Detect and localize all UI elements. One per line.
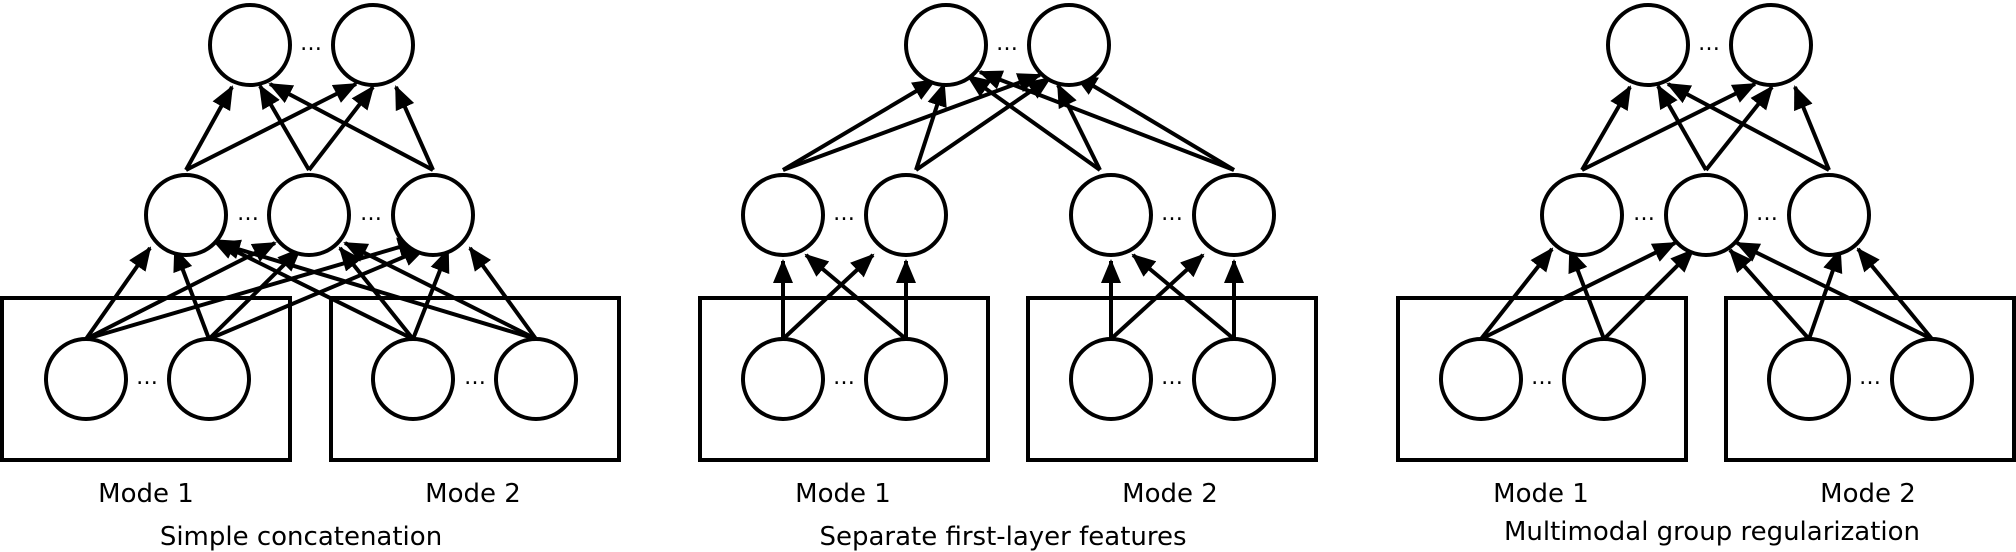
- ellipsis: …: [300, 31, 322, 56]
- ellipsis: …: [1161, 365, 1183, 390]
- input-node: [741, 337, 825, 421]
- hidden-node: [864, 173, 948, 257]
- input-node: [864, 337, 948, 421]
- mode-1-label: Mode 1: [1493, 479, 1589, 509]
- mode-2-box: [1724, 296, 2016, 462]
- top-node: [904, 3, 988, 87]
- hidden-node: [391, 173, 475, 257]
- input-node: [1069, 337, 1153, 421]
- input-node: [1562, 337, 1646, 421]
- ellipsis: …: [833, 365, 855, 390]
- ellipsis: …: [1633, 201, 1655, 226]
- input-node: [44, 337, 128, 421]
- panel-separate-first-layer-features: … … … … … Mode 1 Mode 2 Separate first-l…: [698, 3, 1318, 552]
- hidden-node: [741, 173, 825, 257]
- hidden-node: [267, 173, 351, 257]
- ellipsis: …: [1698, 31, 1720, 56]
- hidden-node: [1787, 173, 1871, 257]
- input-node: [1890, 337, 1974, 421]
- hidden-node: [1192, 173, 1276, 257]
- ellipsis: …: [833, 201, 855, 226]
- input-node: [1439, 337, 1523, 421]
- top-node: [1606, 3, 1690, 87]
- ellipsis: …: [1859, 365, 1881, 390]
- top-node: [331, 3, 415, 87]
- ellipsis: …: [996, 31, 1018, 56]
- panel-simple-concatenation: … … … … … Mode 1 Mode 2 Simple concatena…: [0, 3, 621, 552]
- edges: [84, 82, 538, 341]
- mode-2-box: [1026, 296, 1318, 462]
- mode-2-label: Mode 2: [425, 479, 521, 509]
- mode-2-label: Mode 2: [1122, 479, 1218, 509]
- ellipsis: …: [136, 365, 158, 390]
- mode-1-label: Mode 1: [98, 479, 194, 509]
- input-node: [1767, 337, 1851, 421]
- mode-1-box: [698, 296, 990, 462]
- input-node: [167, 337, 251, 421]
- hidden-node: [1664, 173, 1748, 257]
- ellipsis: …: [1756, 201, 1778, 226]
- panel-caption: Multimodal group regularization: [1504, 517, 1920, 547]
- edges: [1479, 82, 1934, 341]
- mode-1-label: Mode 1: [795, 479, 891, 509]
- ellipsis: …: [360, 201, 382, 226]
- top-node: [1729, 3, 1813, 87]
- mode-2-box: [329, 296, 621, 462]
- input-node: [1192, 337, 1276, 421]
- hidden-node: [1540, 173, 1624, 257]
- top-node: [1027, 3, 1111, 87]
- mode-2-label: Mode 2: [1820, 479, 1916, 509]
- top-node: [208, 3, 292, 87]
- panel-caption: Separate first-layer features: [819, 522, 1186, 552]
- ellipsis: …: [464, 365, 486, 390]
- input-node: [494, 337, 578, 421]
- ellipsis: …: [1531, 365, 1553, 390]
- panel-caption: Simple concatenation: [160, 522, 442, 552]
- hidden-node: [144, 173, 228, 257]
- mode-1-box: [1396, 296, 1688, 462]
- input-node: [371, 337, 455, 421]
- panel-multimodal-group-regularization: … … … … … Mode 1 Mode 2 Multimodal group…: [1396, 3, 2016, 547]
- ellipsis: …: [237, 201, 259, 226]
- hidden-node: [1069, 173, 1153, 257]
- mode-1-box: [0, 296, 292, 462]
- ellipsis: …: [1161, 201, 1183, 226]
- edges: [773, 70, 1244, 341]
